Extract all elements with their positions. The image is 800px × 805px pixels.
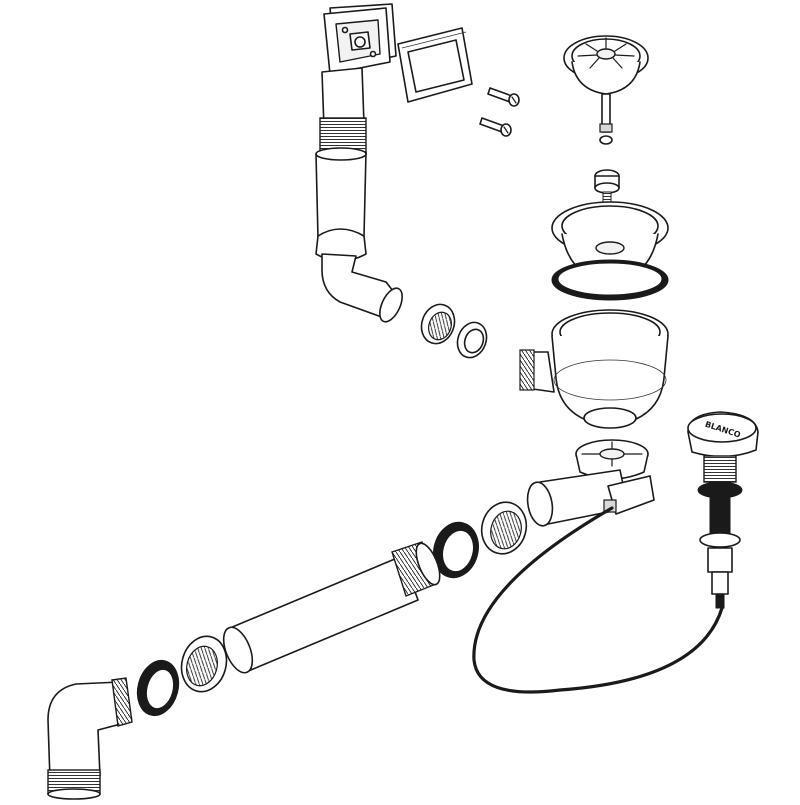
pipe-nut	[180, 635, 228, 693]
control-cable	[472, 506, 724, 694]
overflow-nut	[420, 303, 456, 345]
pipe-seal	[136, 659, 180, 717]
basket-strainer	[563, 35, 649, 145]
popup-control-knob[interactable]: BLANCO	[687, 411, 759, 609]
overflow-seal-ring	[456, 321, 488, 359]
outlet-nut	[480, 501, 528, 555]
outlet-pipe	[526, 469, 655, 527]
overflow-gasket	[397, 27, 473, 103]
elbow-pipe	[47, 677, 133, 800]
screw-upper	[487, 87, 520, 107]
drain-body	[519, 309, 669, 429]
overflow-cover-plate	[323, 3, 397, 75]
flange-seal	[551, 259, 669, 301]
screw-lower	[479, 117, 512, 137]
extension-pipe	[222, 541, 441, 674]
outlet-seal	[433, 521, 479, 579]
overflow-hose	[315, 67, 403, 323]
drain-outlet-base	[575, 439, 649, 480]
